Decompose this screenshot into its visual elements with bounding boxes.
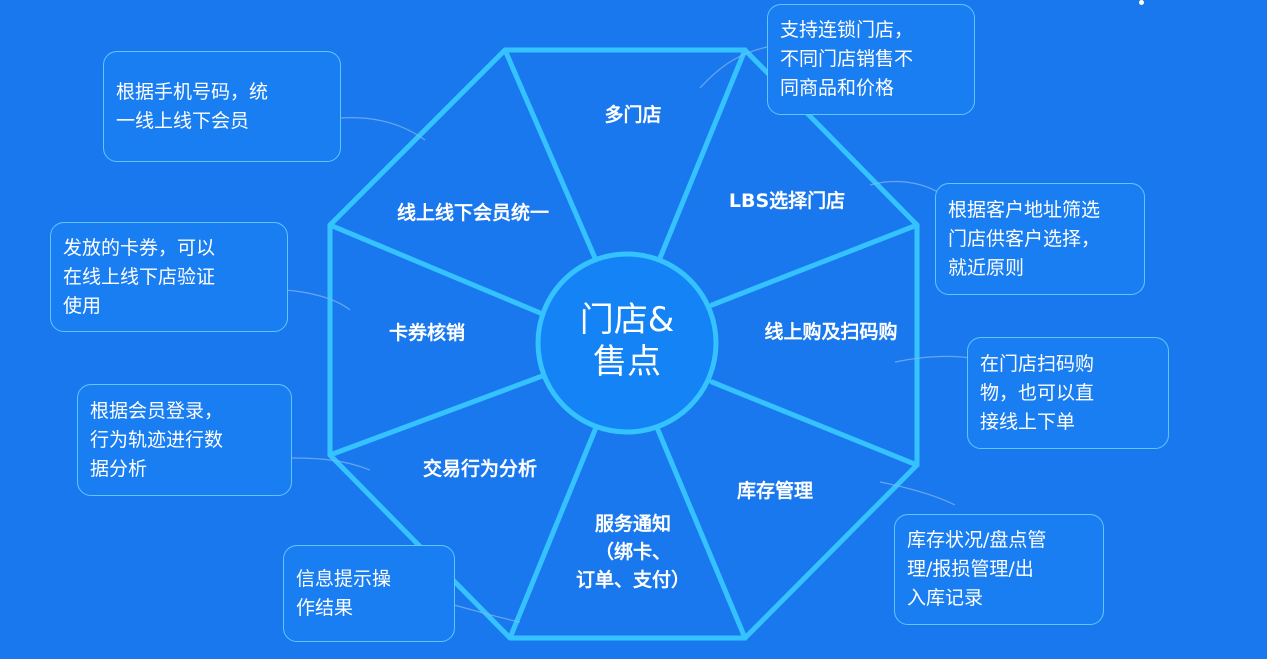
connector-member (339, 117, 426, 141)
corner-dot (1139, 0, 1144, 5)
connector-inventory (879, 481, 956, 506)
callout-inventory: 库存状况/盘点管 理/报损管理/出 入库记录 (894, 514, 1104, 625)
callout-inventory-text: 库存状况/盘点管 理/报损管理/出 入库记录 (907, 529, 1047, 609)
segment-label-coupon: 卡券核销 (389, 321, 465, 344)
connector-lbs (869, 180, 939, 193)
segment-label-multi-store: 多门店 (604, 103, 661, 126)
spoke-left-upper (327, 222, 548, 318)
segment-label-notify-line2: （绑卡、 (595, 540, 671, 563)
spokes (327, 47, 920, 641)
callout-analytics: 根据会员登录， 行为轨迹进行数 据分析 (77, 384, 292, 496)
callout-coupon-text: 发放的卡券，可以 在线上线下店验证 使用 (63, 236, 216, 317)
connector-multi-store (699, 45, 773, 89)
callout-multi-store: 支持连锁门店， 不同门店销售不 同商品和价格 (767, 4, 975, 115)
callout-member: 根据手机号码，统 一线上线下会员 (103, 51, 341, 162)
center-circle (535, 251, 719, 435)
segment-label-analytics: 交易行为分析 (423, 457, 537, 480)
segment-label-notify-line1: 服务通知 (595, 512, 671, 535)
callout-multi-store-text: 支持连锁门店， 不同门店销售不 同商品和价格 (780, 19, 914, 99)
callout-online-scan-text: 在门店扫码购 物，也可以直 接线上下单 (980, 352, 1095, 433)
connector-coupon (284, 289, 351, 311)
spoke-bottom-left (507, 427, 598, 641)
connector-online-scan (894, 355, 971, 363)
callout-online-scan: 在门店扫码购 物，也可以直 接线上下单 (967, 337, 1169, 449)
callout-lbs-text: 根据客户地址筛选 门店供客户选择， 就近原则 (948, 198, 1101, 279)
segment-label-notify-line3: 订单、支付） (576, 568, 690, 591)
callout-member-text: 根据手机号码，统 一线上线下会员 (116, 80, 269, 132)
callout-notify-text: 信息提示操 作结果 (296, 567, 392, 619)
segment-label-lbs: LBS选择门店 (729, 189, 845, 212)
segment-label-online-scan: 线上购及扫码购 (764, 320, 897, 343)
spoke-right-upper (709, 222, 920, 308)
spoke-top-right (657, 47, 748, 261)
spoke-top-left (502, 47, 598, 261)
callout-analytics-text: 根据会员登录， 行为轨迹进行数 据分析 (90, 399, 224, 480)
callout-lbs: 根据客户地址筛选 门店供客户选择， 就近原则 (935, 183, 1145, 295)
center-title-line2: 售点 (593, 342, 661, 382)
center-title-line1: 门店& (580, 300, 675, 340)
connector-analytics (291, 457, 371, 471)
spoke-bottom-right (655, 427, 748, 641)
connector-notify (453, 604, 521, 623)
spoke-left-lower (327, 372, 548, 458)
segment-label-member: 线上线下会员统一 (397, 201, 549, 224)
segment-label-inventory: 库存管理 (737, 479, 813, 502)
spoke-right-lower (709, 379, 920, 468)
connectors (284, 45, 971, 623)
callout-coupon: 发放的卡券，可以 在线上线下店验证 使用 (50, 222, 288, 332)
callout-notify: 信息提示操 作结果 (283, 545, 455, 642)
